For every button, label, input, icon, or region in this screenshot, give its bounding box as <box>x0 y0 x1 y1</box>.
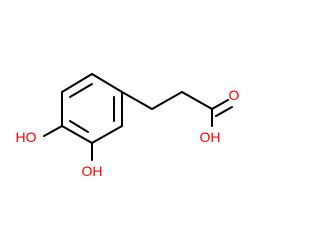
ring-bond <box>61 125 93 144</box>
oh-label-bottom: OH <box>82 163 103 179</box>
ring-bond <box>91 125 123 144</box>
chemical-structure: HO OH O OH <box>16 73 240 179</box>
ring-bond <box>61 73 93 93</box>
carbonyl-bond <box>211 99 229 110</box>
chain-bond <box>181 91 213 110</box>
ring-bond <box>91 73 123 93</box>
ring-double-bond <box>69 120 89 133</box>
oh-label-left: HO <box>16 129 37 145</box>
carbonyl-bond <box>215 106 233 117</box>
hydroxyl-bond <box>43 125 63 137</box>
chain-bond <box>151 91 183 110</box>
ring-double-bond <box>69 83 93 98</box>
carbonyl-oxygen-label: O <box>229 87 240 103</box>
chain-bond <box>121 91 153 110</box>
acid-oh-label: OH <box>200 129 221 145</box>
